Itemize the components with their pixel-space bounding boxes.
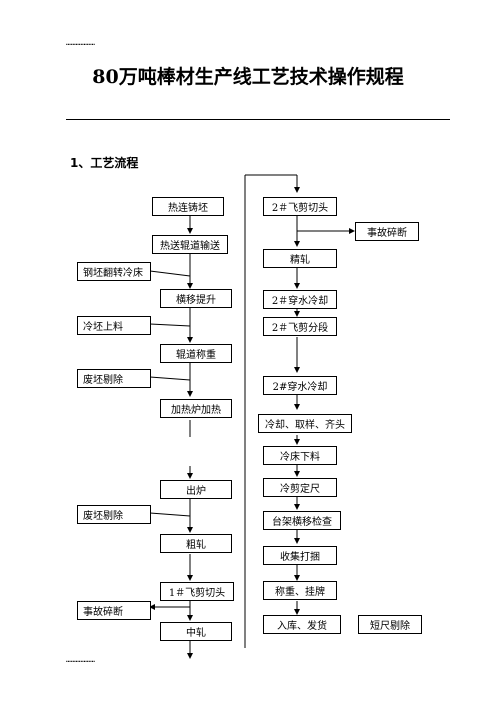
document-title: 80万吨棒材生产线工艺技术操作规程 <box>92 66 404 88</box>
step-emergency-chopping-right: 事故碎断 <box>355 222 419 241</box>
step-warehousing-shipping: 入库、发货 <box>263 615 341 634</box>
step-water-cooling-2b: 2#穿水冷却 <box>263 376 337 395</box>
step-discharge: 出炉 <box>160 480 232 499</box>
step-rough-rolling: 粗轧 <box>160 534 232 553</box>
step-reject-removal-2: 废坯剔除 <box>77 505 151 524</box>
step-cold-shear-cut-to-length: 冷剪定尺 <box>263 478 337 497</box>
step-hot-cast-billet: 热连铸坯 <box>152 197 224 216</box>
header-dots: ……………… <box>66 38 95 47</box>
step-water-cooling-2: 2＃穿水冷却 <box>263 290 337 309</box>
step-cooling-sampling-trimming: 冷却、取样、齐头 <box>258 414 352 433</box>
step-flying-shear-2: 2＃飞剪切头 <box>263 197 337 216</box>
footer-dots: ……………… <box>66 655 95 664</box>
step-rack-transfer-inspection: 台架横移检查 <box>263 511 341 530</box>
step-intermediate-rolling: 中轧 <box>160 622 232 641</box>
step-transverse-lifting: 横移提升 <box>160 289 232 308</box>
step-weighing-tagging: 称重、挂牌 <box>263 581 337 600</box>
step-furnace-heating: 加热炉加热 <box>160 399 232 418</box>
section-heading: 1、工艺流程 <box>70 156 139 170</box>
step-roller-weighing: 辊道称重 <box>160 344 232 363</box>
step-finish-rolling: 精轧 <box>263 249 337 268</box>
title-divider <box>66 119 450 120</box>
step-hot-roller-conveying: 热送辊道输送 <box>152 235 228 254</box>
step-emergency-chopping-left: 事故碎断 <box>77 601 151 620</box>
step-cold-billet-loading: 冷坯上料 <box>77 316 151 335</box>
step-cooling-bed-unloading: 冷床下料 <box>263 446 337 465</box>
step-billet-turnover-cooling-bed: 钢坯翻转冷床 <box>77 262 151 281</box>
step-collecting-bundling: 收集打捆 <box>263 546 337 565</box>
step-flying-shear-2-dividing: 2＃飞剪分段 <box>263 317 337 336</box>
step-short-length-removal: 短尺剔除 <box>358 615 422 634</box>
step-reject-removal-1: 废坯剔除 <box>77 369 151 388</box>
step-flying-shear-1: 1＃飞剪切头 <box>160 582 234 601</box>
